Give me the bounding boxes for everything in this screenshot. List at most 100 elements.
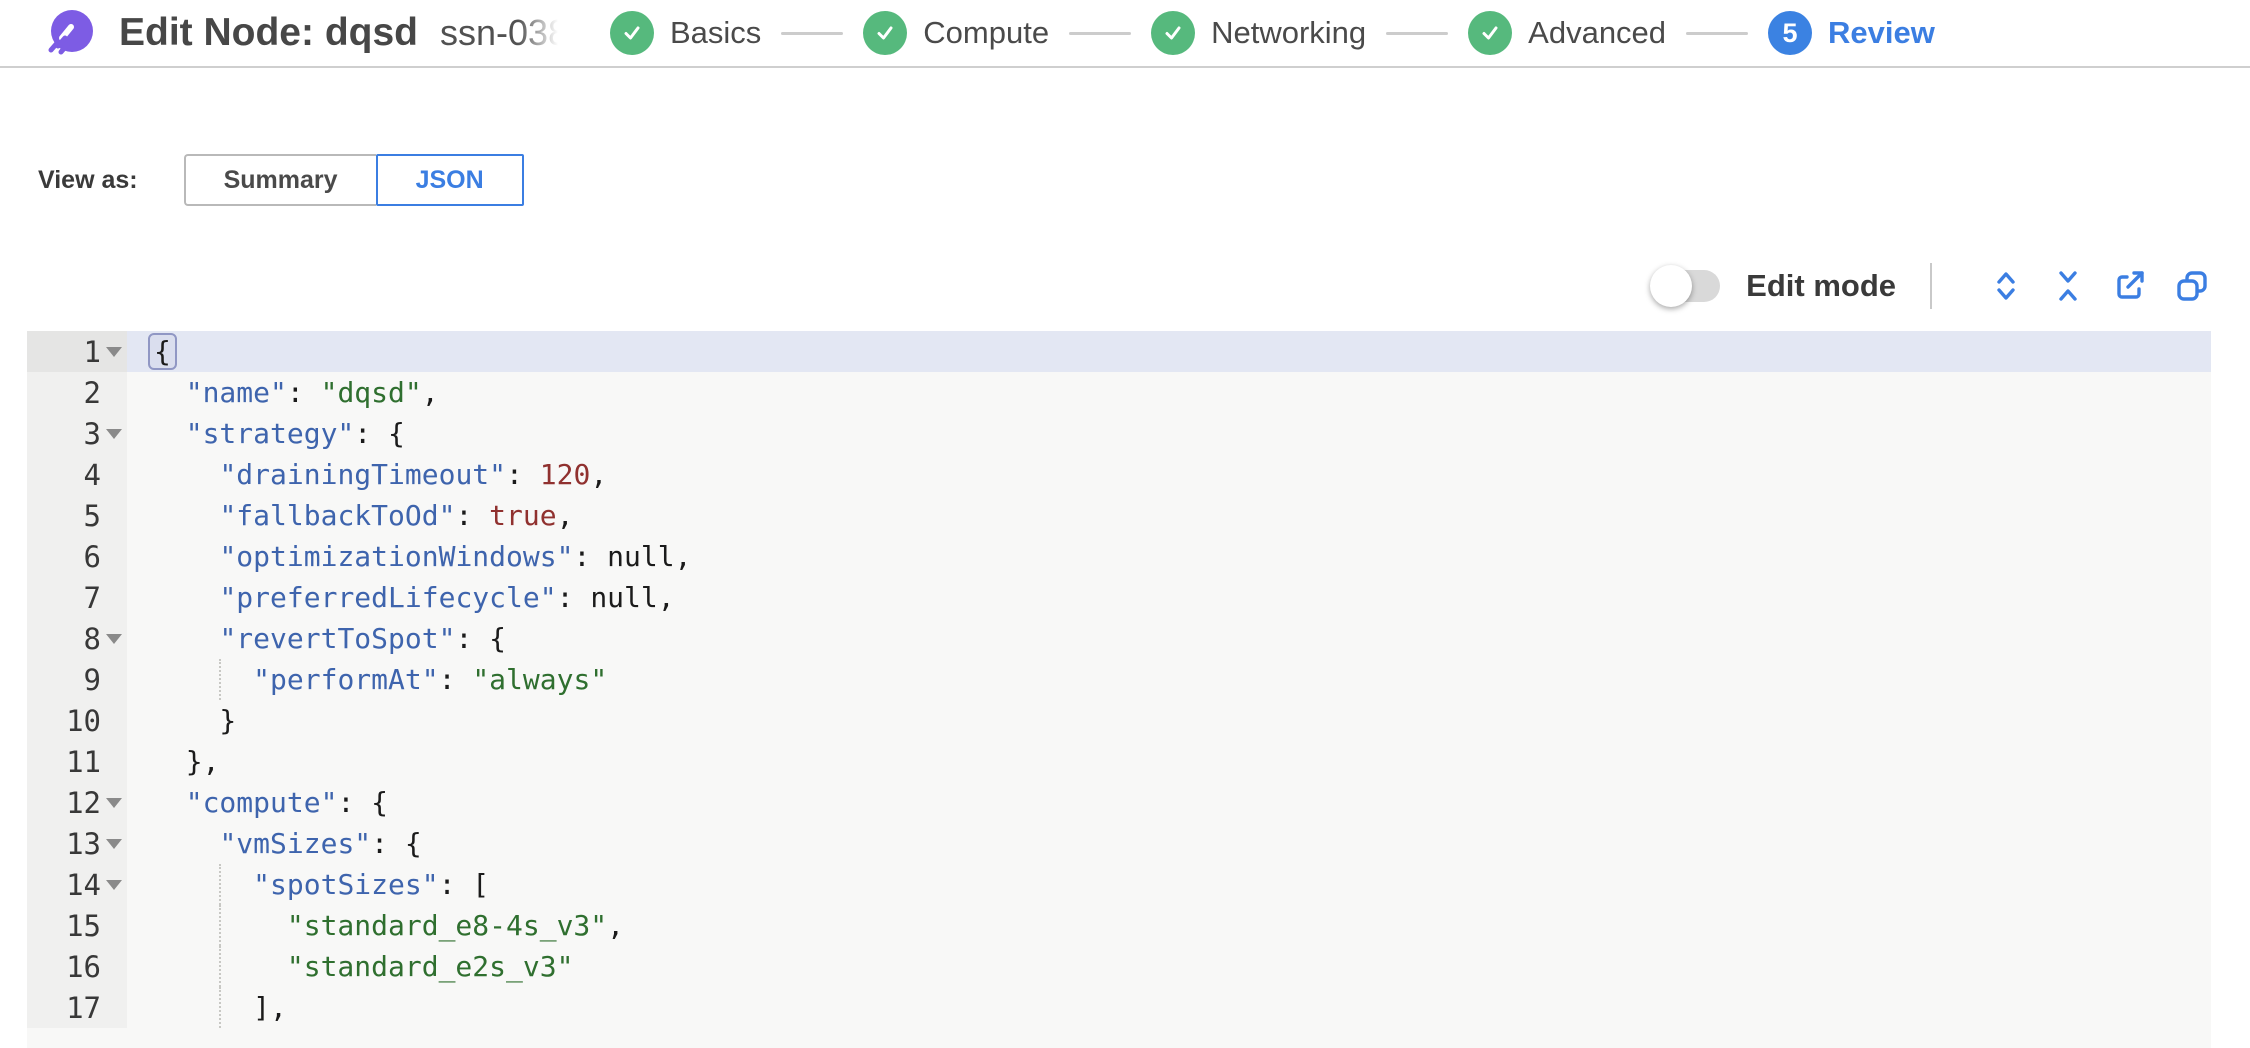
code-line[interactable]: 3 "strategy": {	[27, 413, 2211, 454]
line-number-gutter: 16	[27, 946, 127, 987]
line-number-gutter: 13	[27, 823, 127, 864]
code-text: }	[152, 704, 237, 737]
line-number: 6	[83, 539, 101, 574]
code-line[interactable]: 4 "drainingTimeout": 120,	[27, 454, 2211, 495]
collapse-all-icon[interactable]	[2050, 268, 2086, 304]
line-number: 17	[66, 990, 101, 1025]
code-text: "standard_e8-4s_v3",	[127, 905, 2211, 946]
step-connector	[781, 31, 844, 35]
code-line[interactable]: 13 "vmSizes": {	[27, 823, 2211, 864]
line-number: 13	[66, 826, 101, 861]
json-code-editor[interactable]: 1{2 "name": "dqsd",3 "strategy": {4 "dra…	[27, 331, 2211, 1048]
line-number: 9	[83, 662, 101, 697]
code-text: "drainingTimeout": 120,	[219, 458, 608, 491]
step-label: Compute	[923, 15, 1050, 50]
step-label: Advanced	[1528, 15, 1667, 50]
summary-view-button[interactable]: Summary	[183, 154, 376, 206]
page-title: Edit Node: dqsd	[119, 11, 418, 54]
code-line[interactable]: 8 "revertToSpot": {	[27, 618, 2211, 659]
line-number-gutter: 12	[27, 782, 127, 823]
code-line[interactable]: 11 },	[27, 741, 2211, 782]
step-check-icon	[1468, 11, 1513, 55]
code-line[interactable]: 17 ],	[27, 987, 2211, 1028]
code-line[interactable]: 1{	[27, 331, 2211, 372]
expand-all-icon[interactable]	[1988, 268, 2024, 304]
code-line[interactable]: 16 "standard_e2s_v3"	[27, 946, 2211, 987]
step-connector	[1386, 31, 1449, 35]
toggle-knob	[1650, 265, 1693, 307]
code-lines: 1{2 "name": "dqsd",3 "strategy": {4 "dra…	[27, 331, 2211, 1028]
code-text: ],	[127, 987, 2211, 1028]
indent-guide	[219, 905, 222, 946]
fold-toggle-icon[interactable]	[106, 428, 122, 439]
line-number-gutter: 10	[27, 700, 127, 741]
wizard-step-advanced[interactable]: Advanced	[1468, 11, 1666, 55]
line-number: 11	[66, 744, 101, 779]
step-check-icon	[1151, 11, 1196, 55]
fold-toggle-icon[interactable]	[106, 838, 122, 849]
fold-toggle-icon[interactable]	[106, 879, 122, 890]
line-number: 2	[83, 375, 101, 410]
wizard-step-compute[interactable]: Compute	[863, 11, 1049, 55]
code-text: "preferredLifecycle": null,	[219, 581, 675, 614]
code-line[interactable]: 9 "performAt": "always"	[27, 659, 2211, 700]
step-label: Basics	[669, 15, 762, 50]
code-text: "vmSizes": {	[219, 827, 422, 860]
code-text: {	[127, 331, 2211, 372]
code-line[interactable]: 14 "spotSizes": [	[27, 864, 2211, 905]
fold-toggle-icon[interactable]	[106, 346, 122, 357]
code-text: "spotSizes": [	[127, 864, 2211, 905]
line-number: 12	[66, 785, 101, 820]
line-number: 8	[83, 621, 101, 656]
line-number-gutter: 17	[27, 987, 127, 1028]
step-label: Review	[1828, 15, 1935, 50]
line-number: 3	[83, 416, 101, 451]
wizard-step-networking[interactable]: Networking	[1151, 11, 1366, 55]
step-connector	[1069, 31, 1132, 35]
line-number: 14	[66, 867, 101, 902]
wizard-header: Edit Node: dqsd ssn-038 Basics Compute Net…	[0, 0, 2250, 68]
edit-mode-toggle[interactable]	[1650, 265, 1721, 307]
edit-mode-label: Edit mode	[1746, 268, 1896, 303]
code-text: "compute": {	[185, 786, 389, 819]
code-line[interactable]: 10 }	[27, 700, 2211, 741]
code-text: "strategy": {	[185, 417, 405, 450]
code-line[interactable]: 5 "fallbackToOd": true,	[27, 495, 2211, 536]
step-check-icon	[863, 11, 908, 55]
line-number: 7	[83, 580, 101, 615]
toolbar-divider	[1930, 263, 1932, 309]
code-text: },	[152, 745, 220, 778]
code-line[interactable]: 7 "preferredLifecycle": null,	[27, 577, 2211, 618]
line-number-gutter: 6	[27, 536, 127, 577]
line-number-gutter: 4	[27, 454, 127, 495]
code-line[interactable]: 15 "standard_e8-4s_v3",	[27, 905, 2211, 946]
code-text: "name": "dqsd",	[185, 376, 439, 409]
line-number: 1	[83, 334, 101, 369]
line-number-gutter: 1	[27, 331, 127, 372]
wizard-step-basics[interactable]: Basics	[609, 11, 762, 55]
code-line[interactable]: 12 "compute": {	[27, 782, 2211, 823]
export-icon[interactable]	[2112, 268, 2148, 304]
line-number: 10	[66, 703, 101, 738]
line-number: 15	[66, 908, 101, 943]
line-number-gutter: 2	[27, 372, 127, 413]
code-line[interactable]: 6 "optimizationWindows": null,	[27, 536, 2211, 577]
line-number-gutter: 5	[27, 495, 127, 536]
active-bracket-cursor: {	[148, 333, 177, 370]
code-text: "fallbackToOd": true,	[219, 499, 574, 532]
copy-icon[interactable]	[2174, 268, 2210, 304]
fold-toggle-icon[interactable]	[106, 633, 122, 644]
step-label: Networking	[1211, 15, 1367, 50]
indent-guide	[219, 946, 222, 987]
code-text: "performAt": "always"	[127, 659, 2211, 700]
code-line[interactable]: 2 "name": "dqsd",	[27, 372, 2211, 413]
line-number-gutter: 3	[27, 413, 127, 454]
fold-toggle-icon[interactable]	[106, 797, 122, 808]
node-id: ssn-038	[439, 12, 558, 54]
line-number-gutter: 8	[27, 618, 127, 659]
editor-toolbar: Edit mode	[0, 258, 2210, 314]
line-number-gutter: 15	[27, 905, 127, 946]
json-view-button[interactable]: JSON	[375, 154, 524, 206]
